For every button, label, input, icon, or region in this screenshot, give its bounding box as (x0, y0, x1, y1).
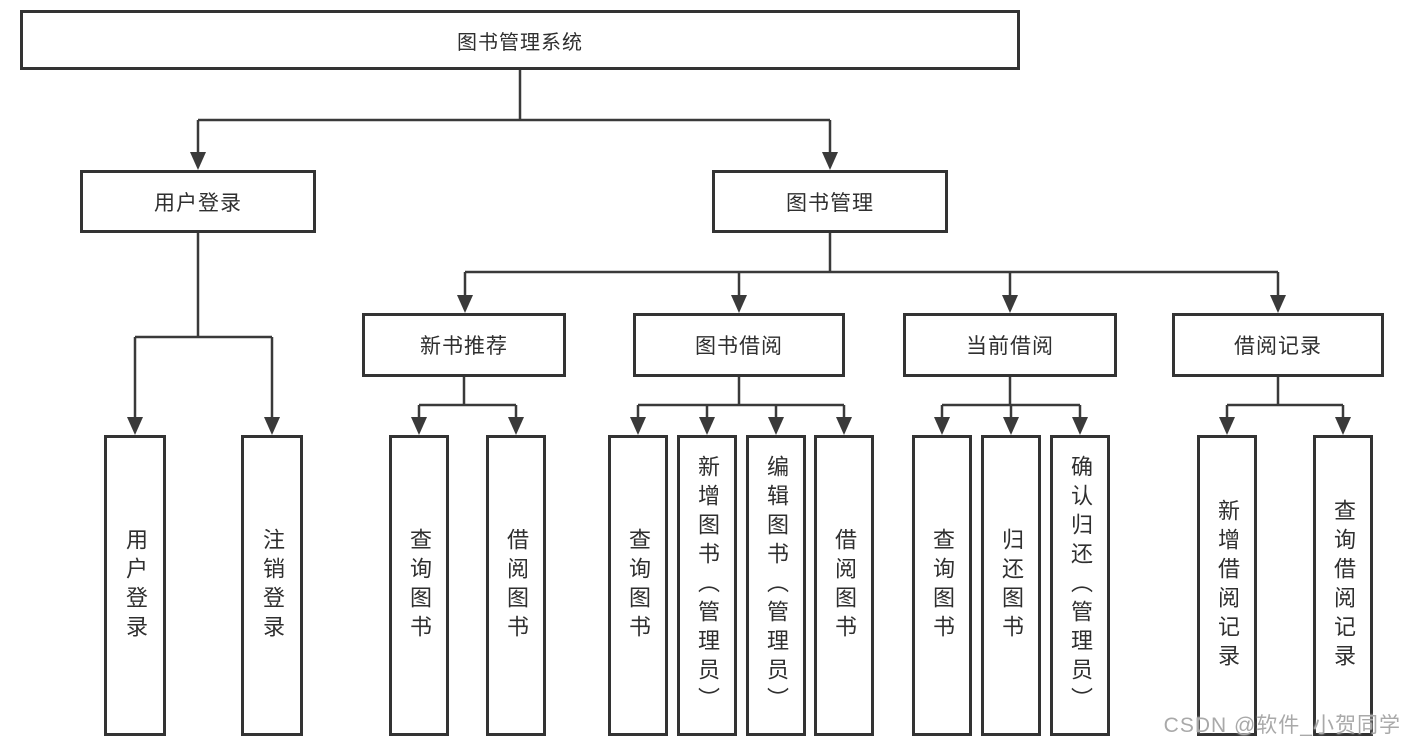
leaf-query-borrowing-record: 查询借阅记录 (1313, 435, 1373, 736)
node-borrowing-records: 借阅记录 (1172, 313, 1384, 377)
leaf-user-login: 用户登录 (104, 435, 166, 736)
leaf-return-books: 归还图书 (981, 435, 1041, 736)
node-new-book-recommendation: 新书推荐 (362, 313, 566, 377)
leaf-query-books-current: 查询图书 (912, 435, 972, 736)
node-book-borrowing: 图书借阅 (633, 313, 845, 377)
leaf-confirm-return-admin: 确认归还（管理员） (1050, 435, 1110, 736)
leaf-query-books-borrowing: 查询图书 (608, 435, 668, 736)
leaf-logout: 注销登录 (241, 435, 303, 736)
leaf-borrow-books: 借阅图书 (814, 435, 874, 736)
leaf-add-borrowing-record: 新增借阅记录 (1197, 435, 1257, 736)
leaf-add-books-admin: 新增图书（管理员） (677, 435, 737, 736)
node-user-login: 用户登录 (80, 170, 316, 233)
node-library-management-system: 图书管理系统 (20, 10, 1020, 70)
leaf-query-books-recommendation: 查询图书 (389, 435, 449, 736)
node-current-borrowing: 当前借阅 (903, 313, 1117, 377)
leaf-edit-books-admin: 编辑图书（管理员） (746, 435, 806, 736)
leaf-borrow-books-recommendation: 借阅图书 (486, 435, 546, 736)
node-book-management: 图书管理 (712, 170, 948, 233)
